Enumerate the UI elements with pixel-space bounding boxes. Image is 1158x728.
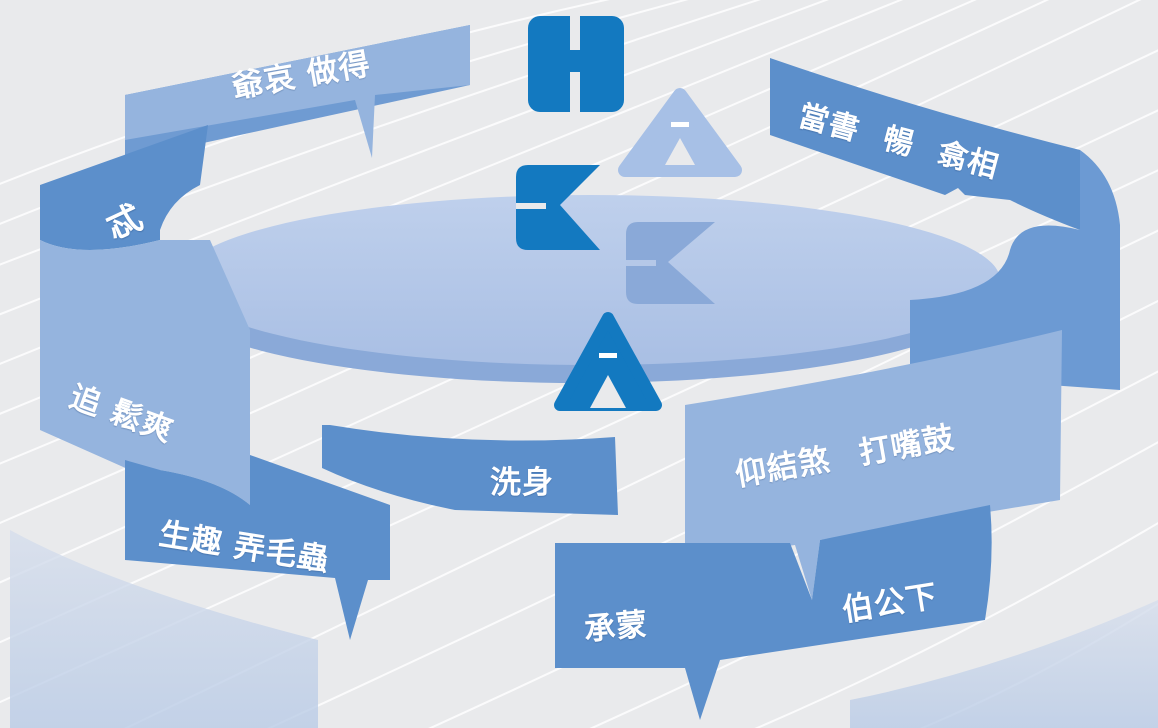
ribbon-right-middle bbox=[685, 330, 1062, 600]
ribbon-bottom-right bbox=[555, 505, 992, 720]
logo-letter-a-lower bbox=[554, 312, 662, 411]
ribbon-right-side bbox=[910, 150, 1120, 390]
logo-letter-a-upper bbox=[618, 88, 742, 177]
ribbon-top-right bbox=[770, 58, 1080, 230]
ribbon-top-left bbox=[125, 25, 470, 158]
ribbon-left-lower bbox=[40, 240, 250, 505]
ribbon-left-upper bbox=[40, 125, 208, 250]
logo-letter-h bbox=[528, 16, 624, 112]
corner-panel-left bbox=[10, 530, 318, 728]
label-bottom-right-a: 承蒙 bbox=[582, 606, 650, 648]
logo-letter-k-light bbox=[626, 222, 715, 304]
central-disc bbox=[168, 195, 1000, 383]
label-center-ribbon: 洗身 bbox=[490, 465, 554, 501]
logo-letter-k-dark bbox=[516, 165, 600, 250]
ribbon-bottom-left bbox=[125, 455, 390, 640]
ribbon-center bbox=[322, 425, 618, 515]
corner-panel-right bbox=[850, 600, 1158, 728]
